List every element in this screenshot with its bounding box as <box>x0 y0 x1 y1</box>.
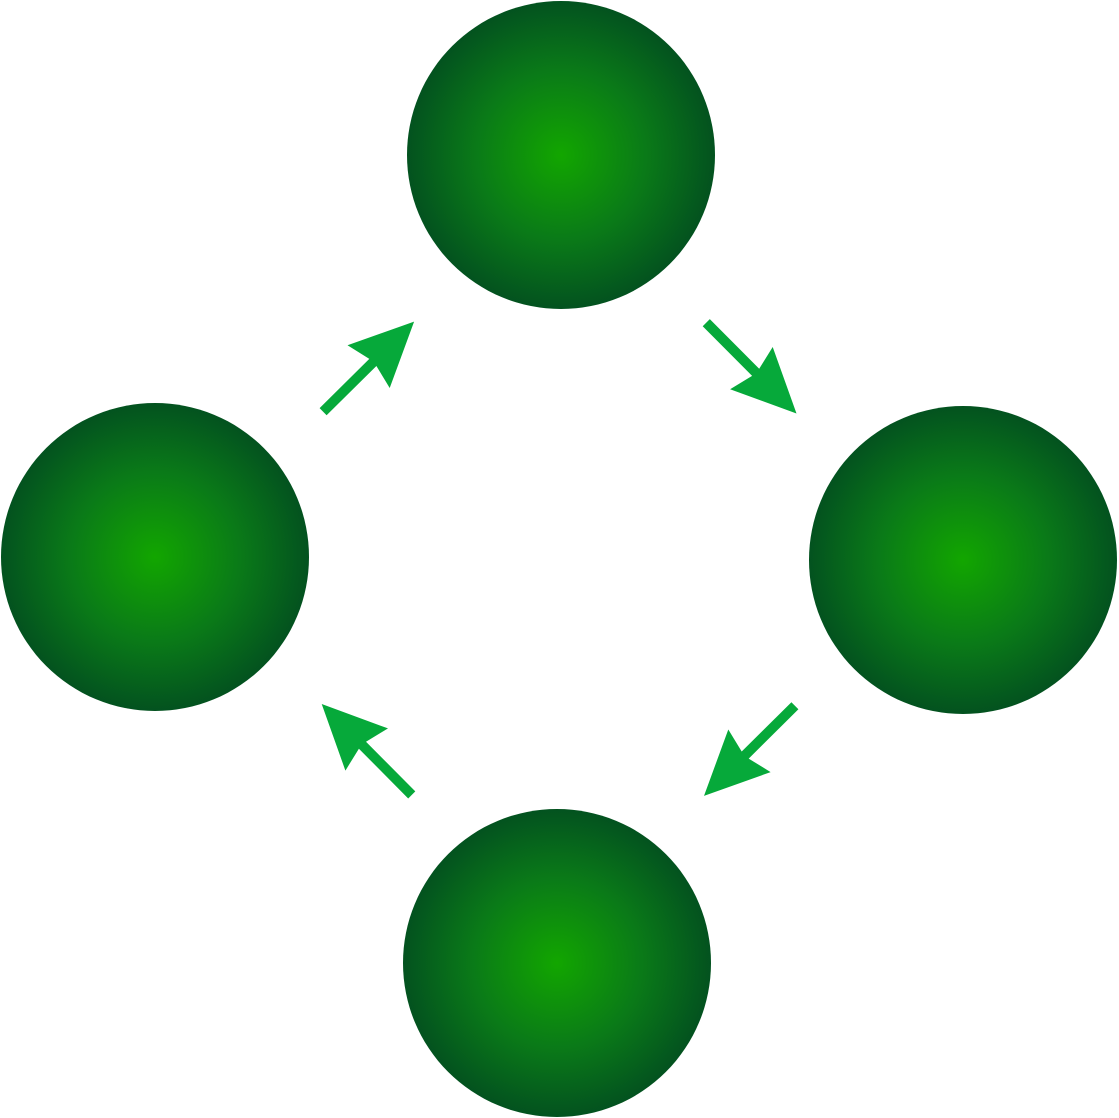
node-right <box>809 406 1117 714</box>
arrows-group <box>319 319 799 799</box>
node-bottom <box>403 809 711 1117</box>
node-left <box>1 403 309 711</box>
arrow-right-to-bottom <box>704 702 799 796</box>
node-top <box>407 1 715 309</box>
arrow-left-to-top <box>319 321 415 416</box>
arrow-bottom-to-left <box>321 704 416 799</box>
arrow-top-to-right <box>702 319 797 414</box>
